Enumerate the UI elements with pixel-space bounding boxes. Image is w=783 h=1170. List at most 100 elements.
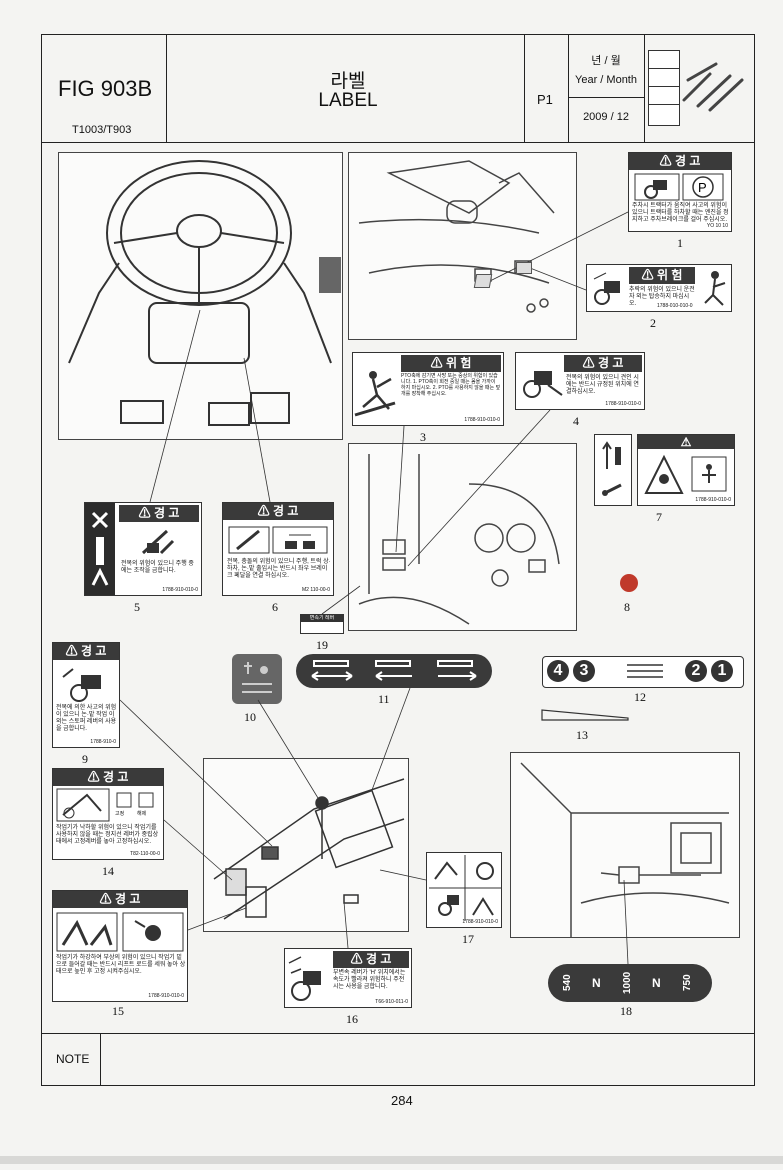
- hitch-control-icon: [242, 662, 272, 693]
- label-10-number: 10: [244, 710, 256, 724]
- lever-shift-icon: [91, 511, 109, 586]
- label-8-number: 8: [624, 600, 630, 614]
- label-1-number: 1: [677, 236, 683, 250]
- pto-entanglement-icon: [354, 371, 396, 417]
- label-1-header: ⚠ 경 고: [629, 153, 731, 170]
- model-list: T1003/T903: [72, 124, 132, 136]
- header-col-3: [568, 34, 569, 142]
- hydraulic-cylinder-icons: [311, 660, 477, 681]
- label-1-warning: ⚠ 경 고 P 주차시 트랙터가 움직여 사고의 위험이 있으니 트랙터를 하차…: [628, 152, 732, 232]
- label-9-warning: ⚠ 경 고 전복에 의한 사고의 위험이 있으니 논·밭 작업 이외는 스토퍼 …: [52, 642, 120, 748]
- label-18-number: 18: [620, 1004, 632, 1018]
- label-6-text: 전복, 충돌의 위험이 있으니 주행, 트럭 상·하차, 논·밭 출입시는 반드…: [227, 559, 331, 579]
- label-5-number: 5: [134, 600, 140, 614]
- digit-3-badge: 3: [573, 660, 595, 682]
- stopper-rollover-icon: [62, 668, 101, 702]
- label-15-text: 작업기가 하강하여 부상의 위험이 있으니 작업기 밑으로 들어갈 때는 반드시…: [56, 955, 186, 975]
- label-17-code: 1788-910-010-0: [462, 919, 498, 925]
- label-6-header: ⚠ 경 고: [223, 503, 333, 520]
- pto-neutral-2: N: [652, 976, 661, 990]
- crush-hazard-icon: [644, 454, 727, 494]
- label-9-code: 1788-910-0: [90, 739, 116, 745]
- label-7-code: 1788-910-010-0: [695, 497, 731, 503]
- label-7-danger: ⚠ 1788-910-010-0: [637, 434, 735, 506]
- label-16-warning: ⚠ 경 고 부변속 레버가 'H' 위치에서는 속도가 빨라져 위험하니 주전시…: [284, 948, 412, 1008]
- scan-artifact-strip: [0, 1156, 783, 1164]
- label-4-header: ⚠ 경 고: [564, 355, 642, 372]
- lever-direction-icon: [602, 441, 622, 496]
- part-number: P1: [537, 92, 553, 107]
- label-13-wedge: [541, 709, 629, 721]
- no-rider-icon: [704, 271, 726, 306]
- page-number: 284: [391, 1093, 413, 1108]
- label-3-header: ⚠ 위 험: [401, 355, 501, 372]
- label-7-bar-icon: ⚠: [638, 435, 734, 449]
- digit-4-badge: 4: [547, 660, 569, 682]
- label-18-pto-speed-decal: 540 N 1000 N 750: [548, 964, 712, 1002]
- label-7-number: 7: [656, 510, 662, 524]
- date-divider: [568, 97, 644, 98]
- label-9-header: ⚠ 경 고: [53, 643, 119, 660]
- label-14-text: 작업기가 낙하할 위험이 있으니 작업기를 사용하지 않을 때는 정지선 레버가…: [56, 825, 159, 845]
- label-5-direction-strip: [85, 503, 115, 595]
- label-14-header: ⚠ 경 고: [53, 769, 163, 786]
- label-12-decal: 4 3 2 1: [542, 656, 744, 688]
- label-15-warning: ⚠ 경 고 작업기가 하강하여 부상의 위험이 있으니 작업기 밑으로 들어갈 …: [52, 890, 188, 1002]
- cylinder-pair-icon: [627, 664, 663, 678]
- label-2-code: 1788-010-010-0: [657, 303, 693, 309]
- rear-hitch-illustration: [348, 443, 577, 631]
- label-6-code: M2 110-00-0: [302, 587, 330, 593]
- label-13-number: 13: [576, 728, 588, 742]
- hand-lever-icon: [141, 529, 175, 555]
- title-english: LABEL: [318, 90, 378, 111]
- note-col: [100, 1033, 101, 1086]
- brake-link-icon: [228, 526, 328, 554]
- tools-icon: [682, 62, 744, 112]
- callout-marker-1: [473, 274, 493, 288]
- tow-rollover-icon: [523, 371, 563, 398]
- label-16-text: 부변속 레버가 'H' 위치에서는 속도가 빨라져 위험하니 주전시는 사용을 …: [333, 970, 406, 990]
- label-16-number: 16: [346, 1012, 358, 1026]
- label-16-code: T66-910-011-0: [375, 999, 408, 1005]
- rollover-icon: [593, 272, 620, 305]
- label-17-pictogram: 1788-910-010-0: [426, 852, 502, 928]
- label-19-text: 변속기 레버: [301, 615, 343, 622]
- four-pictogram-icon: [429, 855, 501, 921]
- label-14-code: T82-110-00-0: [130, 851, 160, 857]
- label-8-red-dot: [620, 574, 638, 592]
- header-col-1: [166, 34, 167, 142]
- label-10-decal: [232, 654, 282, 704]
- label-11-decal: [296, 654, 492, 688]
- label-9-number: 9: [82, 752, 88, 766]
- label-1-text: 주차시 트랙터가 움직여 사고의 위험이 있으니 트랙터를 하차할 때는 엔진을…: [632, 203, 729, 223]
- digit-1-badge: 1: [711, 660, 733, 682]
- label-4-text: 전복의 위험이 있으니 견인 시에는 반드시 규정된 위치에 연결하십시오.: [566, 375, 639, 395]
- header-divider: [41, 142, 755, 143]
- label-19-number: 19: [316, 638, 328, 652]
- label-5-code: 1788-910-010-0: [162, 587, 198, 593]
- crush-under-implement-icon: [56, 912, 184, 952]
- label-3-number: 3: [420, 430, 426, 444]
- label-1-code: YO 10 10: [706, 223, 728, 229]
- label-6-number: 6: [272, 600, 278, 614]
- label-14-number: 14: [102, 864, 114, 878]
- title-korean: 라벨: [330, 71, 366, 92]
- label-19-plate: 변속기 레버: [300, 614, 344, 634]
- label-3-danger: ⚠ 위 험 PTO축에 감기면 사망 또는 중상의 위험이 있습니다. 1. P…: [352, 352, 504, 426]
- label-14-warning: ⚠ 경 고 고정 해제 작업기가 낙하할 위험이 있으니 작업기를 사용하지 않…: [52, 768, 164, 860]
- note-divider: [41, 1033, 755, 1034]
- label-5-warning: ⚠ 경 고 전복의 위험이 있으니 주행 중에는 조작을 금합니다. 1788-…: [84, 502, 202, 596]
- control-console-illustration: [203, 758, 409, 932]
- label-14-lock-label: 고정: [115, 811, 125, 817]
- label-12-number: 12: [634, 690, 646, 704]
- label-2-text: 추락의 위험이 있으니 운전자 외는 탑승하지 마십시오.: [629, 287, 695, 307]
- tractor-rollaway-icon: P: [634, 173, 724, 201]
- header-col-2: [524, 34, 525, 142]
- callout-marker-2: [516, 262, 532, 274]
- dashboard-illustration: [58, 152, 343, 440]
- label-14-release-label: 해제: [137, 811, 147, 817]
- label-2-header: ⚠ 위 험: [629, 267, 695, 284]
- label-9-text: 전복에 의한 사고의 위험이 있으니 논·밭 작업 이외는 스토퍼 레버의 사용…: [56, 705, 117, 732]
- label-17-number: 17: [462, 932, 474, 946]
- header-col-4: [644, 34, 645, 142]
